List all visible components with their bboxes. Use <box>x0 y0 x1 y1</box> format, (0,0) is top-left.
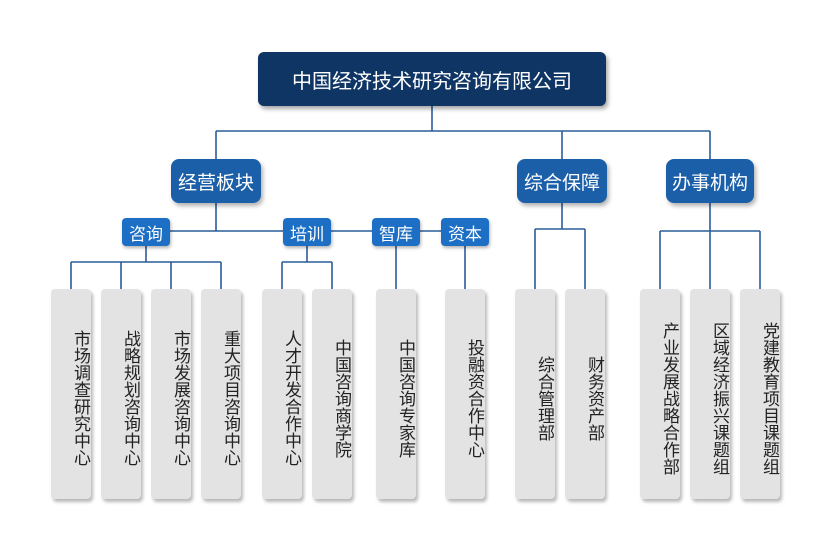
group-training: 培训 <box>283 218 331 246</box>
group-label: 资本 <box>448 224 482 245</box>
unit-market-development: 市场发展咨询中心 <box>151 289 191 499</box>
unit-label: 产业发展战略合作部 <box>659 321 679 475</box>
group-label: 咨询 <box>129 224 163 245</box>
unit-general-management: 综合管理部 <box>515 289 555 499</box>
division-label: 综合保障 <box>523 171 600 194</box>
unit-label: 投融资合作中心 <box>464 338 484 458</box>
unit-expert-pool: 中国咨询专家库 <box>376 289 416 499</box>
group-consult: 咨询 <box>122 218 170 246</box>
unit-business-school: 中国咨询商学院 <box>312 289 352 499</box>
group-capital: 资本 <box>441 218 489 246</box>
unit-label: 中国咨询专家库 <box>395 338 415 458</box>
unit-label: 财务资产部 <box>584 355 604 441</box>
group-label: 培训 <box>290 224 324 245</box>
unit-talent-development: 人才开发合作中心 <box>262 289 302 499</box>
unit-label: 市场发展咨询中心 <box>170 330 190 466</box>
group-thinktank: 智库 <box>372 218 420 246</box>
unit-label: 重大项目咨询中心 <box>220 330 240 466</box>
unit-label: 战略规划咨询中心 <box>120 330 140 466</box>
unit-label: 党建教育项目课题组 <box>759 321 779 475</box>
unit-regional-revitalization: 区域经济振兴课题组 <box>690 289 730 499</box>
unit-investment-finance: 投融资合作中心 <box>445 289 485 499</box>
division-label: 经营板块 <box>177 171 254 194</box>
unit-label: 人才开发合作中心 <box>281 330 301 466</box>
unit-strategy-planning: 战略规划咨询中心 <box>101 289 141 499</box>
unit-label: 中国咨询商学院 <box>331 338 351 458</box>
root-label: 中国经济技术研究咨询有限公司 <box>292 68 572 93</box>
root-node: 中国经济技术研究咨询有限公司 <box>258 52 606 106</box>
unit-party-education: 党建教育项目课题组 <box>740 289 780 499</box>
group-label: 智库 <box>379 224 413 245</box>
division-support: 综合保障 <box>517 159 607 203</box>
unit-finance-assets: 财务资产部 <box>565 289 605 499</box>
division-office: 办事机构 <box>666 159 754 203</box>
unit-industry-strategy: 产业发展战略合作部 <box>640 289 680 499</box>
unit-label: 市场调查研究中心 <box>70 330 90 466</box>
unit-label: 综合管理部 <box>534 355 554 441</box>
division-label: 办事机构 <box>671 171 748 194</box>
unit-market-research: 市场调查研究中心 <box>51 289 91 499</box>
unit-label: 区域经济振兴课题组 <box>709 321 729 475</box>
division-business: 经营板块 <box>171 159 261 203</box>
unit-major-projects: 重大项目咨询中心 <box>201 289 241 499</box>
